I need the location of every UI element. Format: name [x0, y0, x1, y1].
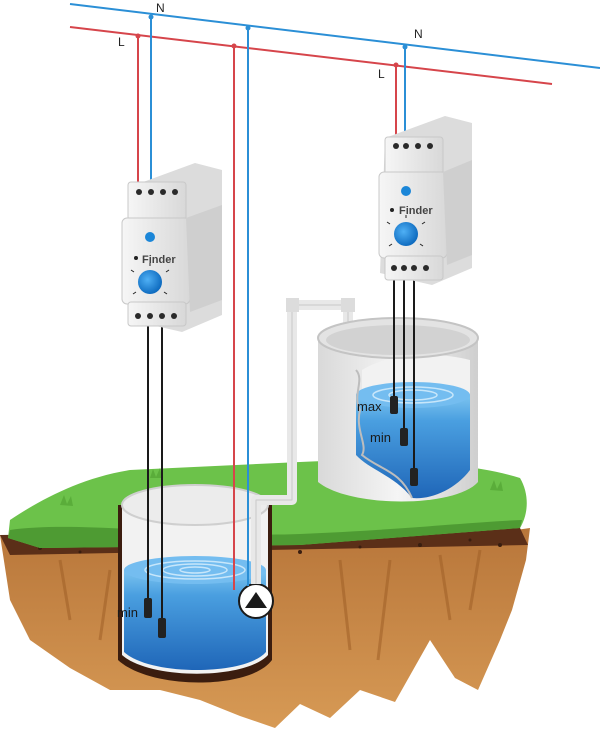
relay-right-brand: Finder — [399, 205, 433, 217]
tank-probe-max — [390, 396, 398, 414]
neutral-label-left: N — [156, 1, 165, 15]
tank-max-label: max — [357, 399, 382, 414]
live-line — [69, 26, 553, 85]
well: min — [117, 320, 274, 683]
live-label-left: L — [118, 35, 125, 49]
relay-left-brand: Finder — [142, 254, 176, 266]
live-label-right: L — [378, 67, 385, 81]
pump-arrow-icon — [245, 592, 267, 608]
tank-probe-ground — [410, 468, 418, 486]
tank: max min — [317, 265, 479, 502]
relay-left-knob — [138, 270, 162, 294]
well-min-label: min — [117, 605, 138, 620]
pipe — [251, 298, 355, 584]
well-opening — [121, 484, 269, 526]
relay-left: Finder — [121, 163, 222, 332]
power-lines: N L N L — [69, 1, 600, 85]
finder-logo-icon — [401, 186, 411, 196]
supply-wires — [137, 17, 406, 590]
relay-right-knob — [394, 222, 418, 246]
tank-min-label: min — [370, 430, 391, 445]
relay-right: Finder — [378, 116, 472, 285]
neutral-label-right: N — [414, 27, 423, 41]
pump — [238, 583, 274, 619]
finder-logo-icon — [145, 232, 155, 242]
well-probe-min — [144, 598, 152, 618]
neutral-line-left — [69, 3, 600, 69]
well-water — [124, 570, 266, 670]
well-probe-ground — [158, 618, 166, 638]
tank-probe-min — [400, 428, 408, 446]
